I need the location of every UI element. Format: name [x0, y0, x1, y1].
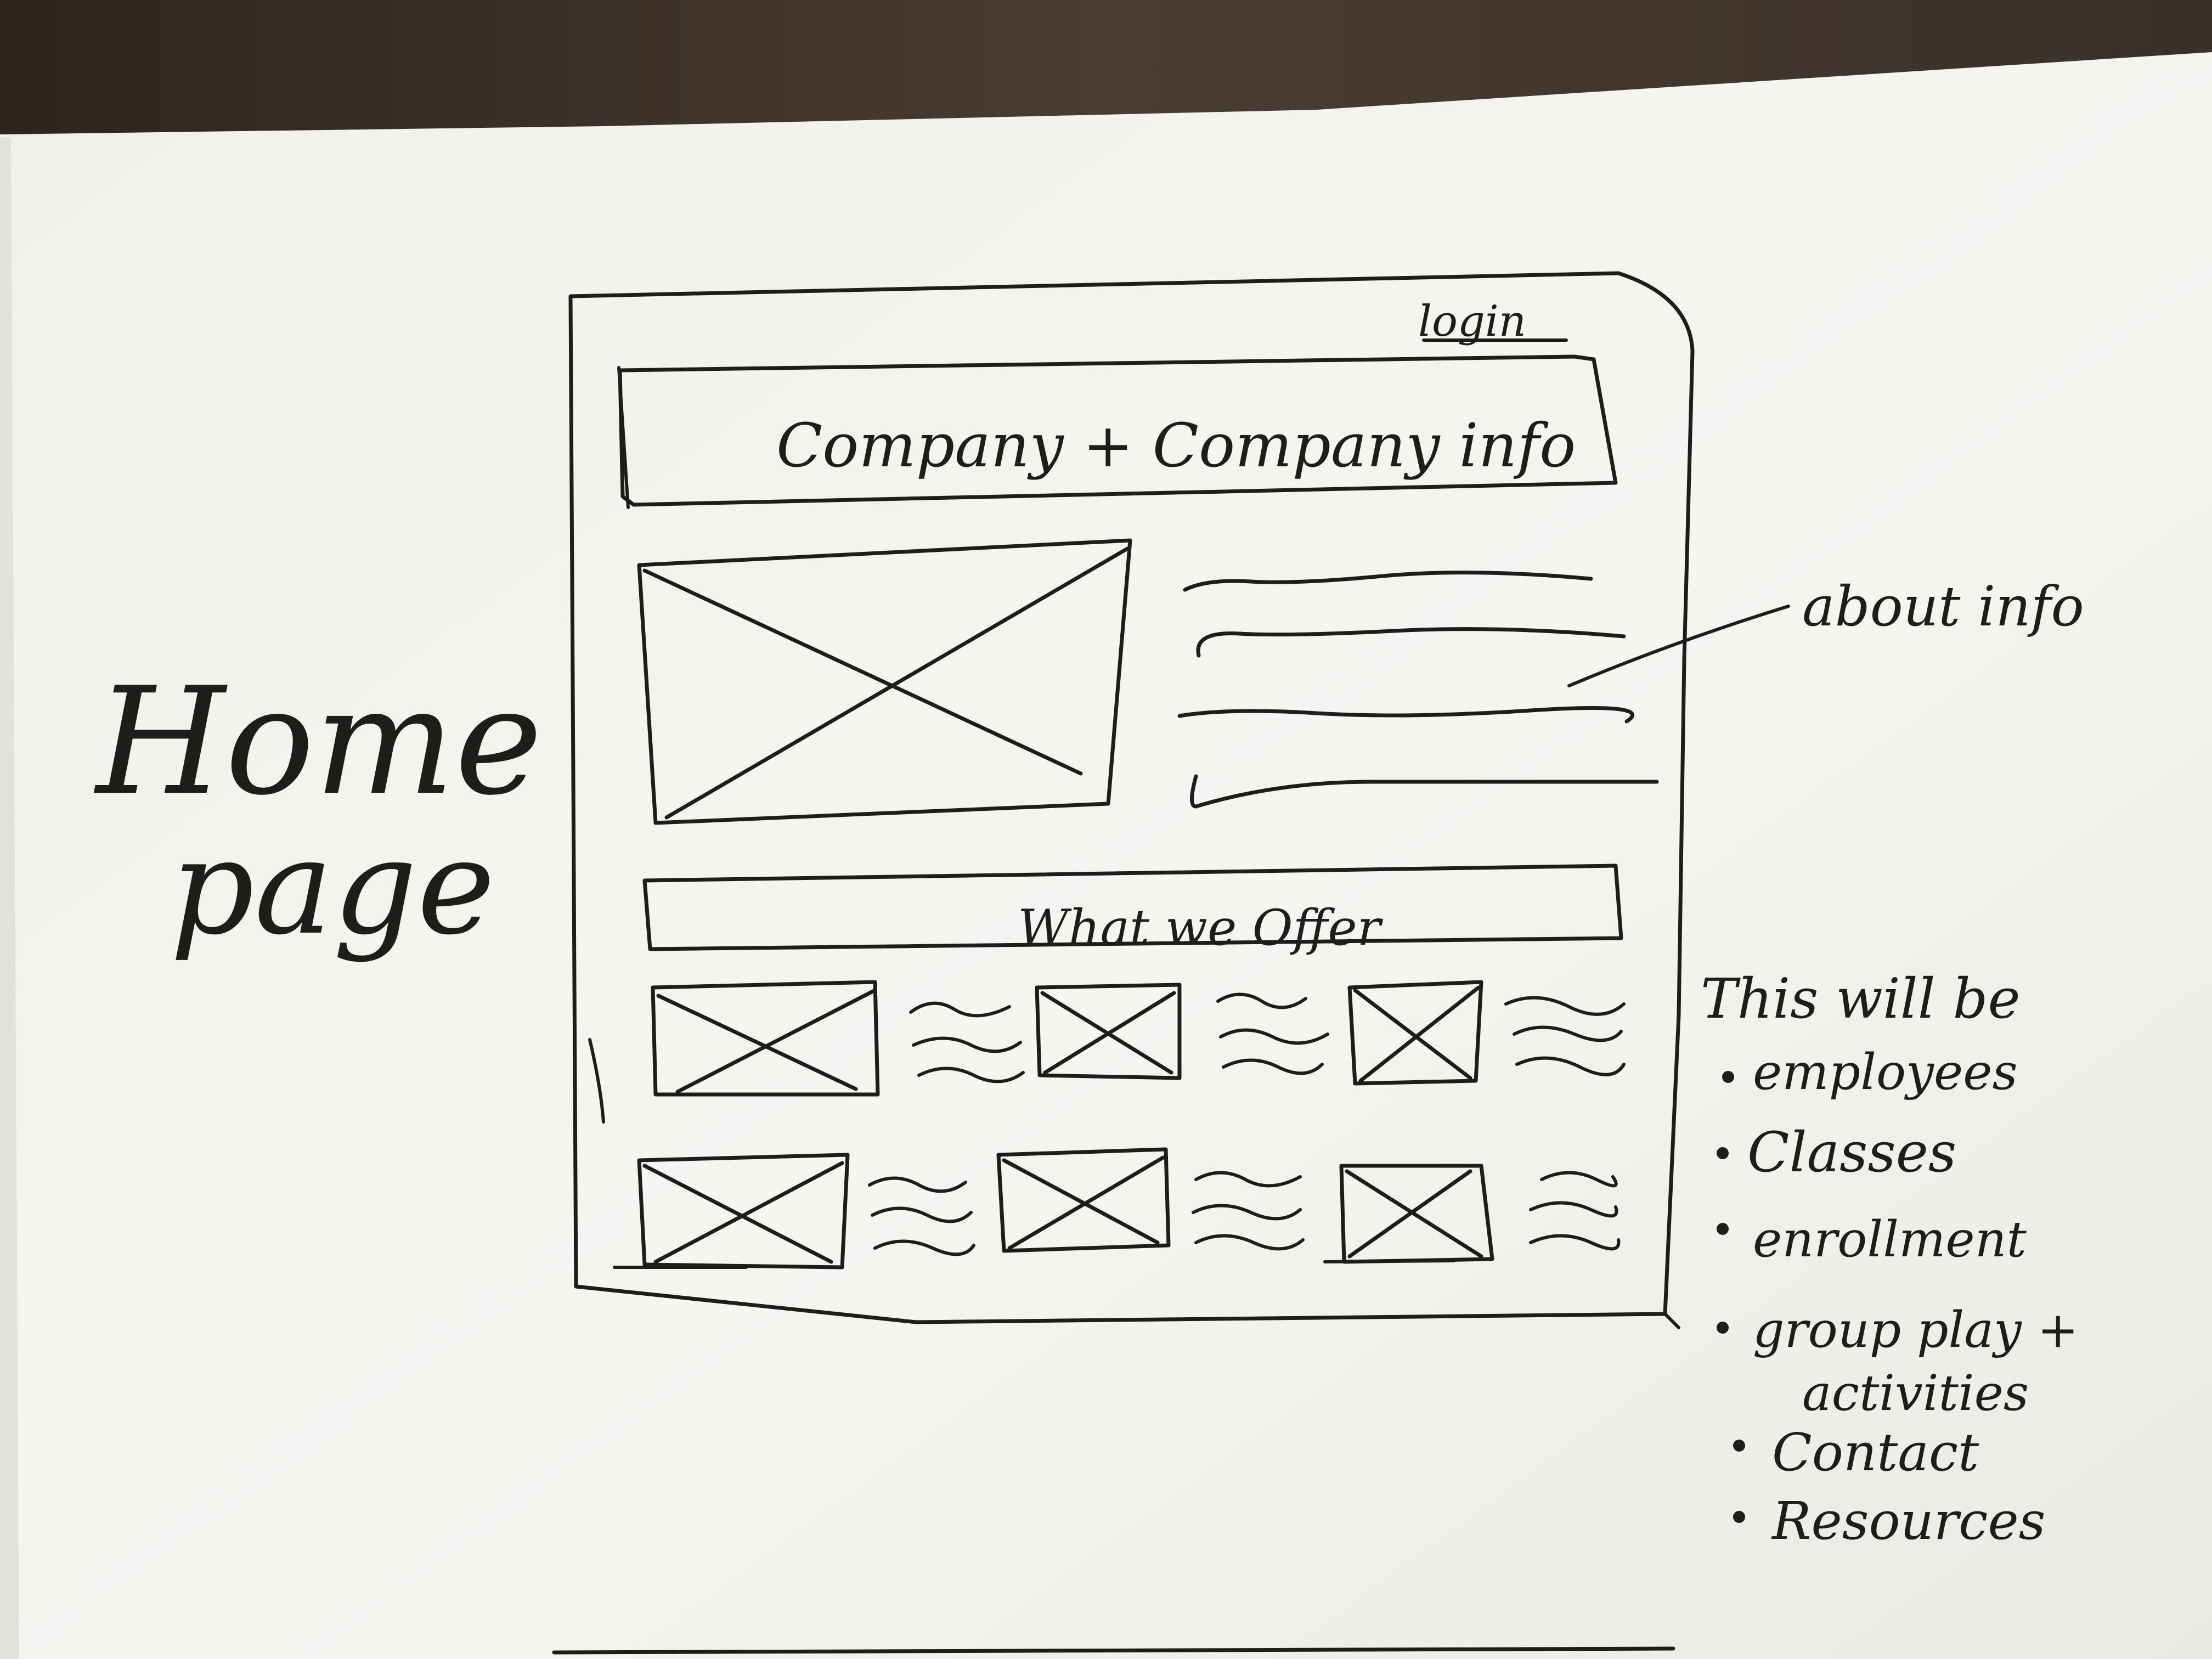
offer-thumbnail [1323, 1164, 1494, 1264]
login-link[interactable]: login [1418, 297, 1526, 346]
wireframe-frame-left-tick [588, 1038, 605, 1124]
about-annotation-label: about info [1802, 574, 2084, 639]
offer-text-squiggle [1529, 1171, 1621, 1251]
offer-banner [642, 864, 1623, 951]
bullet-icon [1717, 1322, 1729, 1334]
bullet-icon [1733, 1511, 1745, 1523]
bullet-icon [1717, 1147, 1729, 1159]
offer-text-squiggle [1192, 1171, 1305, 1251]
offer-thumbnail [1035, 983, 1182, 1080]
header-label: Company + Company info [776, 410, 1576, 481]
next-page-edge [552, 1646, 1675, 1655]
offer-row-1 [651, 980, 1626, 1097]
offer-thumbnail [1347, 980, 1483, 1086]
page-title: Home page [94, 655, 543, 964]
offer-thumbnail [996, 1147, 1171, 1253]
offer-text-squiggle [909, 1001, 1025, 1084]
offer-text-squiggle [1504, 996, 1626, 1076]
bullet-icon [1733, 1440, 1745, 1452]
offer-list-item: employees [1753, 1043, 2018, 1101]
bullet-icon [1722, 1071, 1734, 1083]
offer-list-item: Classes [1747, 1120, 1956, 1184]
offer-list-item: group play + [1753, 1301, 2079, 1359]
offer-list-item: enrollment [1753, 1211, 2027, 1268]
offer-list-item-continued: activities [1802, 1364, 2029, 1422]
wireframe: login Company + Company info What we Off… [568, 271, 1695, 1329]
paper-underlayer [0, 137, 19, 1659]
about-annotation: about info [1567, 574, 2084, 687]
offer-thumbnail [651, 980, 880, 1097]
offer-list-item: Resources [1771, 1491, 2045, 1551]
header-box-inner-edge [617, 366, 630, 509]
wireframe-frame [568, 271, 1695, 1324]
page-title-line-1: Home [94, 655, 543, 828]
offer-banner-label: What we Offer [1018, 899, 1384, 957]
offer-text-squiggle [1216, 992, 1329, 1075]
offer-list-item: Contact [1772, 1423, 1979, 1483]
offer-text-squiggle [868, 1176, 975, 1256]
paper-sheet [0, 52, 2212, 1659]
page-title-line-2: page [170, 810, 495, 964]
offer-annotation-heading: This will be [1701, 967, 2021, 1031]
offer-thumbnail [613, 1153, 850, 1269]
offer-row-2 [613, 1147, 1621, 1269]
header-box [618, 354, 1618, 507]
about-pointer-line [1567, 605, 1790, 687]
about-text-lines [1177, 571, 1659, 809]
wireframe-frame-bottom-extension [1663, 1312, 1680, 1329]
hero-image-placeholder [637, 538, 1132, 825]
offer-annotation: This will be employees Classes enrollmen… [1701, 967, 2079, 1551]
bullet-icon [1717, 1223, 1729, 1235]
